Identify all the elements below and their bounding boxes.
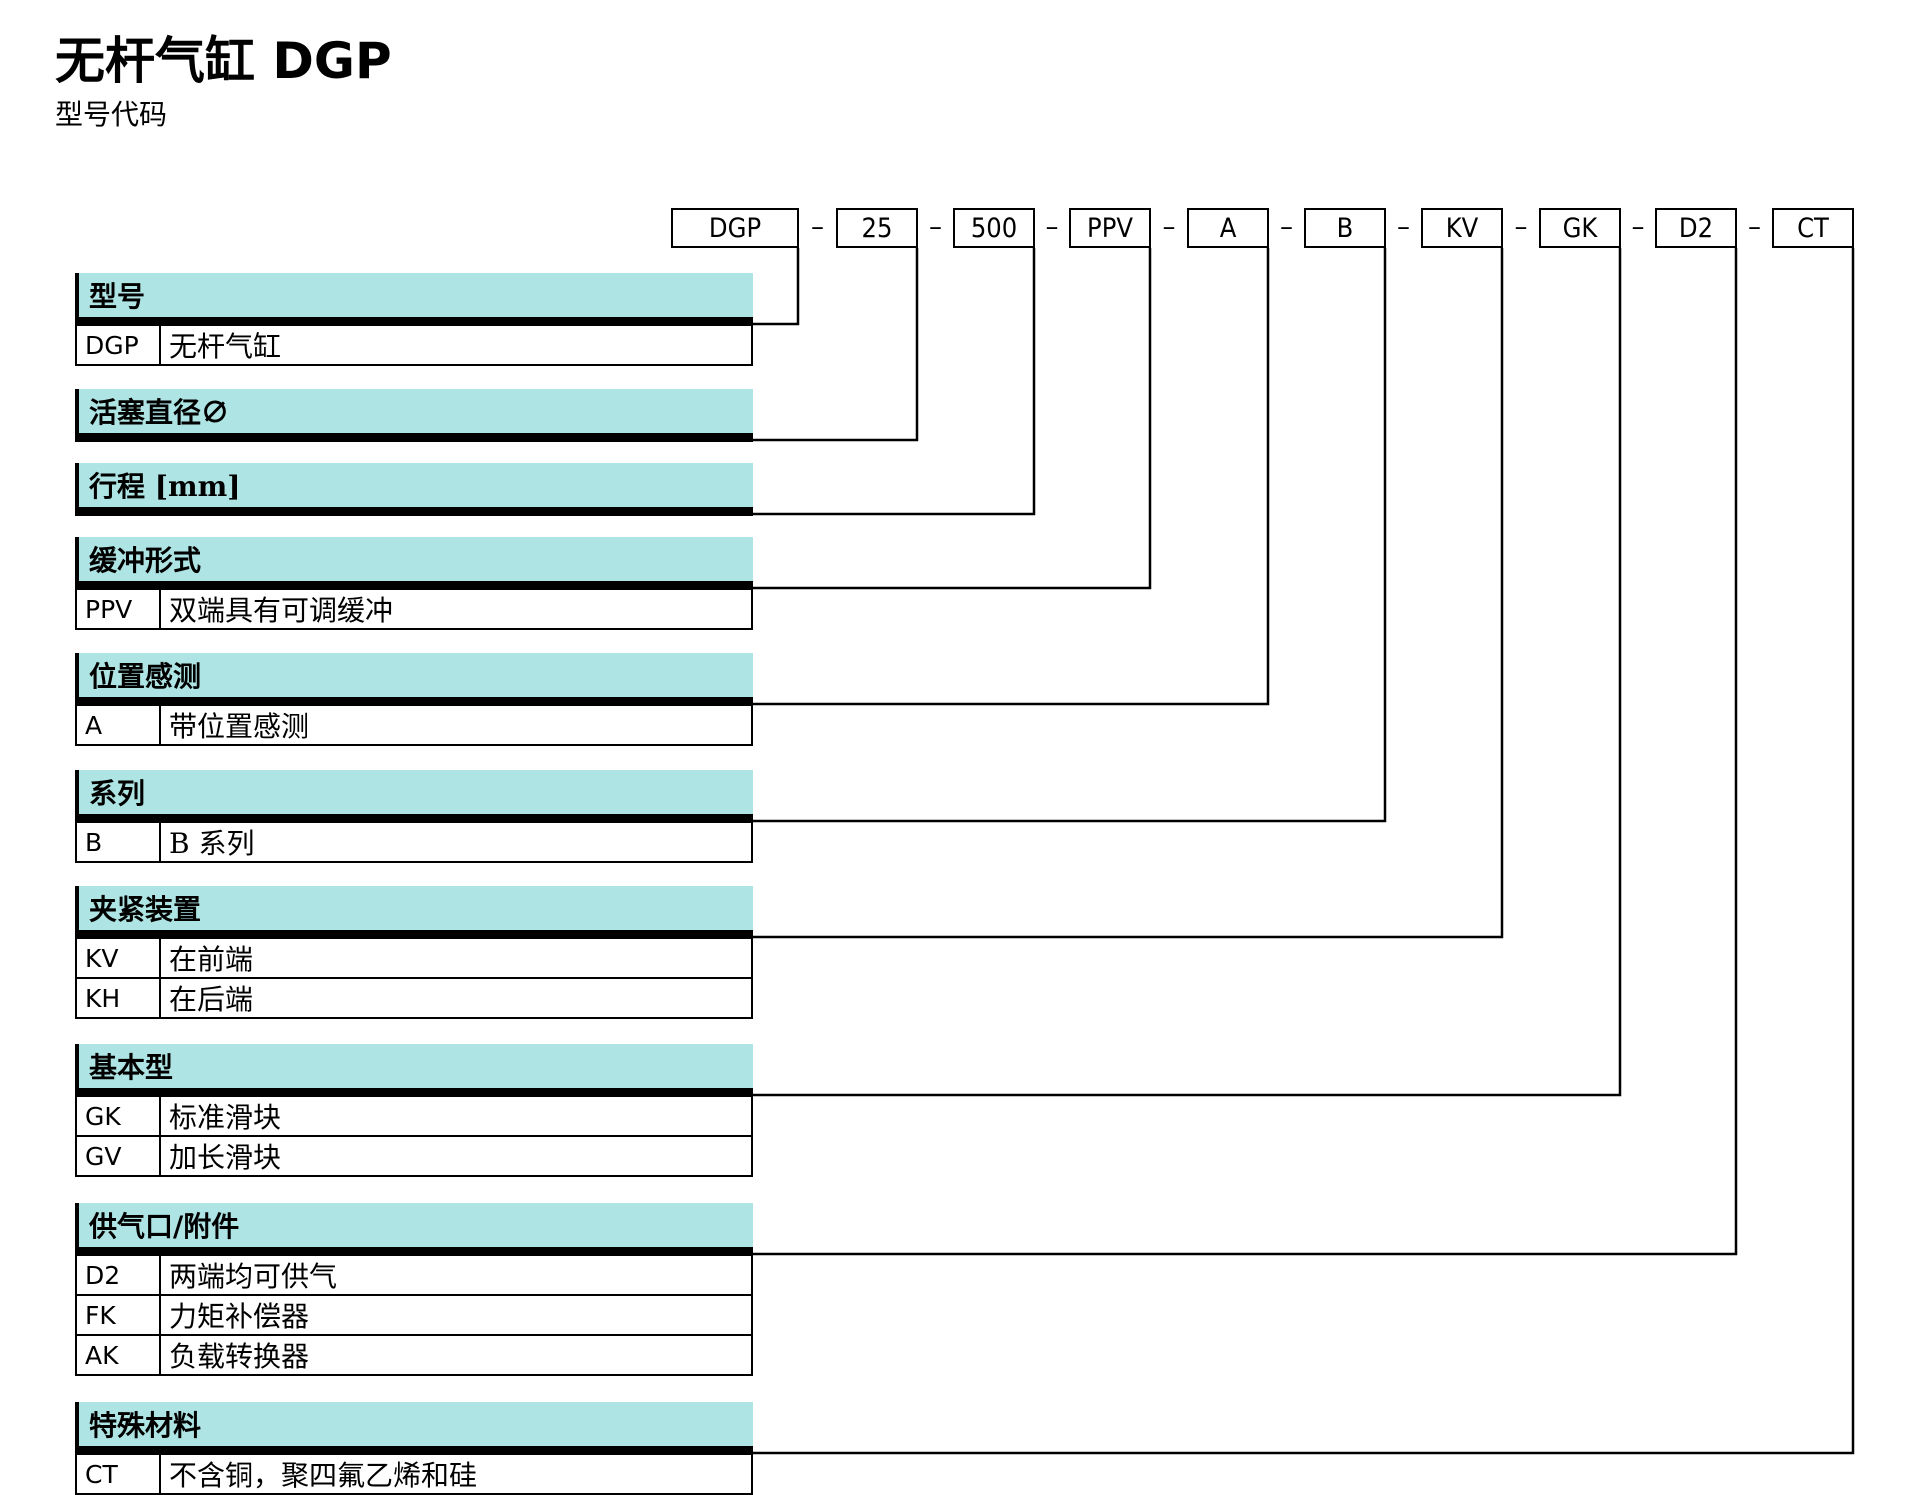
connector-line [753,248,1738,1256]
code-separator: – [1631,212,1645,242]
code-box-0: DGP [671,208,799,248]
code-box-9: CT [1772,208,1854,248]
option-code: CT [77,1455,161,1493]
option-description: 加长滑块 [169,1141,282,1174]
section-heading: 行程 [mm] [75,463,753,516]
code-separator: – [1514,212,1528,242]
section-heading: 位置感测 [75,653,753,706]
connector-line [753,248,1152,590]
option-code: DGP [77,326,161,364]
code-box-2: 500 [953,208,1035,248]
connector-line [753,248,919,442]
option-description: 不含铜，聚四氟乙烯和硅 [169,1459,478,1492]
code-separator: – [1045,212,1059,242]
connector-line [753,248,1855,1455]
section-heading: 供气口/附件 [75,1203,753,1256]
code-separator: – [1397,212,1410,242]
connector-line [753,248,1622,1097]
option-description: 在后端 [169,983,254,1016]
option-description: 标准滑块 [169,1101,282,1134]
section-heading: 特殊材料 [75,1402,753,1455]
code-box-4: A [1187,208,1269,248]
code-separator: – [929,212,942,242]
option-description: 无杆气缸 [169,330,282,363]
option-description: 带位置感测 [169,710,310,743]
code-box-6: KV [1421,208,1503,248]
section-heading: 夹紧装置 [75,886,753,939]
code-box-5: B [1304,208,1386,248]
connector-line [753,248,1036,516]
section-heading: 型号 [75,273,753,326]
option-code: GV [77,1137,161,1175]
code-separator: – [1162,212,1176,242]
section-heading: 缓冲形式 [75,537,753,590]
option-description: 双端具有可调缓冲 [169,594,394,627]
option-code: GK [77,1097,161,1135]
option-code: D2 [77,1256,161,1294]
section-heading: 系列 [75,770,753,823]
connector-line [753,248,1387,823]
option-description: 负载转换器 [169,1340,310,1373]
code-box-1: 25 [836,208,918,248]
connector-line [753,248,800,326]
code-box-7: GK [1539,208,1621,248]
code-separator: – [1748,212,1761,242]
option-code: KV [77,939,161,977]
option-description: 力矩补偿器 [169,1300,310,1333]
page-title: 无杆气缸 DGP [55,32,392,90]
option-code: PPV [77,590,161,628]
code-box-3: PPV [1069,208,1151,248]
section-heading: 活塞直径∅ [75,389,753,442]
option-code: AK [77,1336,161,1374]
section-heading: 基本型 [75,1044,753,1097]
code-separator: – [1280,212,1293,242]
option-code: B [77,823,161,861]
connector-line [753,248,1270,706]
option-description: 两端均可供气 [169,1260,338,1293]
section-1: 活塞直径∅ [75,389,753,442]
code-separator: – [811,212,824,242]
option-description: B 系列 [169,827,255,860]
option-code: KH [77,979,161,1017]
page-subtitle: 型号代码 [55,98,168,131]
option-description: 在前端 [169,943,254,976]
option-code: FK [77,1296,161,1334]
option-code: A [77,706,161,744]
connector-line [753,248,1504,939]
code-box-8: D2 [1655,208,1737,248]
section-2: 行程 [mm] [75,463,753,516]
